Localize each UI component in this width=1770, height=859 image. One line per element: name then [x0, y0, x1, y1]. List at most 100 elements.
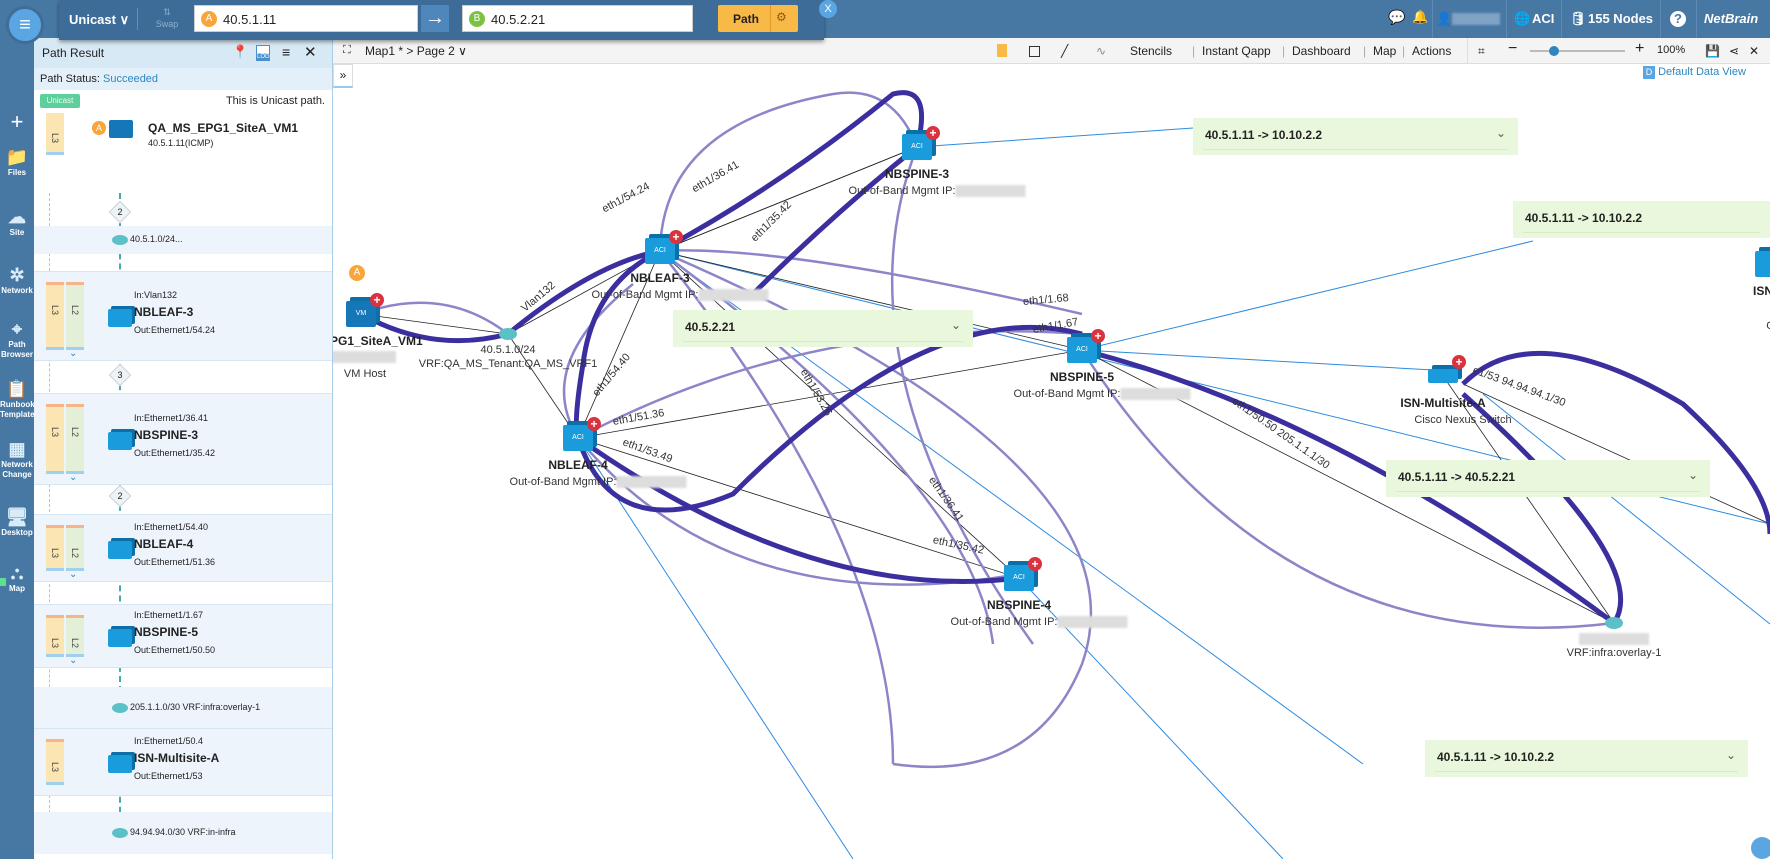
logical-link[interactable] — [577, 437, 854, 859]
user-name[interactable] — [1452, 13, 1500, 25]
rail-item-runbook-template[interactable]: 📋Runbook Template — [0, 378, 35, 420]
physical-link[interactable] — [1462, 383, 1770, 525]
expand-chevron-icon[interactable]: ⌄ — [69, 569, 78, 580]
traced-path[interactable] — [1081, 347, 1624, 627]
close-panel-icon[interactable]: ✕ — [304, 44, 317, 61]
rail-item-map[interactable]: ⛬Map — [0, 562, 34, 594]
save-icon[interactable]: 💾 — [1705, 44, 1720, 58]
alternate-path[interactable] — [1080, 349, 1615, 629]
logical-link[interactable] — [1081, 349, 1434, 371]
add-node-icon[interactable]: + — [1028, 557, 1042, 571]
rail-item-network-change[interactable]: ▦Network Change — [0, 438, 34, 480]
alternate-path[interactable] — [659, 249, 1093, 769]
alternate-path[interactable] — [890, 146, 1035, 645]
add-node-icon[interactable]: + — [669, 230, 683, 244]
map-tab[interactable]: Map1 * > Page 2 ∨ — [365, 44, 467, 58]
fullscreen-icon[interactable]: ⛶ — [343, 44, 351, 56]
nbspine-3-node[interactable]: ACI+ — [902, 126, 940, 162]
logical-link[interactable] — [1482, 393, 1770, 625]
path-note[interactable]: 40.5.2.21⌄ — [673, 310, 973, 347]
map-menu[interactable]: Map — [1373, 44, 1397, 58]
add-node-icon[interactable]: + — [370, 293, 384, 307]
path-note[interactable]: 40.5.1.11 -> 10.10.2.2⌄ — [1425, 740, 1748, 777]
chat-icon[interactable]: 💬 — [1388, 9, 1406, 25]
traced-path[interactable] — [751, 145, 919, 296]
line-icon[interactable]: ╱ — [1061, 44, 1069, 58]
curve-icon[interactable]: ∿ — [1096, 44, 1107, 58]
expand-panel-button[interactable]: » — [333, 64, 353, 88]
path-note[interactable]: 40.5.1.11 -> 10.10.2.2⌄ — [1193, 118, 1518, 155]
add-node-icon[interactable]: + — [1452, 355, 1466, 369]
menu-icon[interactable]: ≡ — [282, 44, 291, 60]
chevron-down-icon[interactable]: ⌄ — [1495, 126, 1506, 140]
physical-link[interactable] — [360, 313, 509, 335]
path-note[interactable]: 40.5.1.11 -> 40.5.2.21⌄ — [1386, 460, 1710, 497]
settings-icon[interactable]: ⚙ — [776, 10, 787, 24]
add-node-icon[interactable]: + — [926, 126, 940, 140]
vm-host-node[interactable]: VM+A — [346, 265, 384, 329]
zoom-slider-handle[interactable] — [1548, 46, 1559, 56]
default-data-view[interactable]: D Default Data View — [1643, 66, 1746, 79]
zoom-slider[interactable] — [1530, 46, 1625, 56]
subnet-row[interactable]: 94.94.94.0/30 VRF:in-infra — [34, 812, 332, 854]
note-icon[interactable] — [997, 44, 1007, 57]
traced-path[interactable] — [575, 324, 1083, 513]
swap-button[interactable]: ⇅Swap — [154, 6, 180, 30]
share-icon[interactable]: ⋖ — [1729, 44, 1740, 58]
traced-path[interactable] — [658, 90, 925, 254]
physical-link[interactable] — [577, 437, 1020, 579]
nbleaf-3-node[interactable]: ACI+ — [645, 230, 683, 266]
rail-item-desktop[interactable]: 🖥Desktop — [0, 506, 34, 538]
instant-qapp-menu[interactable]: Instant Qapp — [1202, 44, 1271, 58]
path-mode-dropdown[interactable]: Unicast ∨ — [69, 12, 130, 27]
device-name[interactable]: NBLEAF-3 — [134, 305, 194, 319]
rail-item-network[interactable]: ✲Network — [0, 264, 34, 296]
close-map-icon[interactable]: ✕ — [1749, 44, 1760, 58]
path-button[interactable]: Path⚙ — [718, 5, 798, 32]
main-menu-button[interactable]: ≡ — [6, 6, 44, 44]
alternate-path[interactable] — [659, 249, 1083, 316]
nbleaf-4-node[interactable]: ACI+ — [563, 417, 601, 453]
physical-link[interactable] — [1442, 375, 1615, 624]
chevron-down-icon[interactable]: ⌄ — [950, 318, 961, 332]
device-name[interactable]: NBLEAF-4 — [134, 537, 194, 551]
alternate-path[interactable] — [658, 91, 919, 252]
fit-view-icon[interactable]: ⌗ — [1478, 44, 1485, 58]
chevron-down-icon[interactable]: ⌄ — [1725, 748, 1736, 762]
traced-path[interactable] — [1461, 350, 1770, 535]
rail-item-site[interactable]: ☁Site — [0, 206, 34, 238]
dashboard-menu[interactable]: Dashboard — [1292, 44, 1351, 58]
actions-menu[interactable]: Actions — [1412, 44, 1452, 58]
user-icon[interactable]: 👤 — [1436, 11, 1453, 26]
help-icon[interactable]: ? — [1670, 11, 1686, 27]
device-name[interactable]: NBSPINE-3 — [134, 428, 199, 442]
isn-multisite-a-node[interactable]: + — [1428, 355, 1466, 391]
subnet-icon[interactable] — [499, 328, 517, 340]
close-search-button[interactable]: X — [819, 0, 837, 18]
rail-item-path-browser[interactable]: ⌖Path Browser — [0, 318, 34, 360]
device-name[interactable]: NBSPINE-5 — [134, 625, 199, 639]
isn-m-node[interactable]: + — [1755, 249, 1770, 279]
physical-link[interactable] — [659, 146, 918, 252]
subnet-row[interactable]: 205.1.1.0/30 VRF:infra:overlay-1 — [34, 687, 332, 729]
zoom-in-button[interactable]: + — [1635, 40, 1645, 57]
alternate-path[interactable] — [360, 301, 509, 335]
bell-icon[interactable]: 🔔 — [1412, 9, 1429, 24]
log-icon[interactable]: LOG — [256, 45, 270, 61]
domain-button[interactable]: ACI — [1532, 11, 1555, 26]
logical-link[interactable] — [916, 127, 1194, 148]
physical-link[interactable] — [659, 250, 1083, 351]
expand-chevron-icon[interactable]: ⌄ — [69, 655, 78, 666]
add-icon[interactable]: + — [10, 109, 24, 134]
alternate-path[interactable] — [577, 329, 1083, 440]
nbspine-4-node[interactable]: ACI+ — [1004, 557, 1042, 593]
add-node-icon[interactable]: + — [587, 417, 601, 431]
